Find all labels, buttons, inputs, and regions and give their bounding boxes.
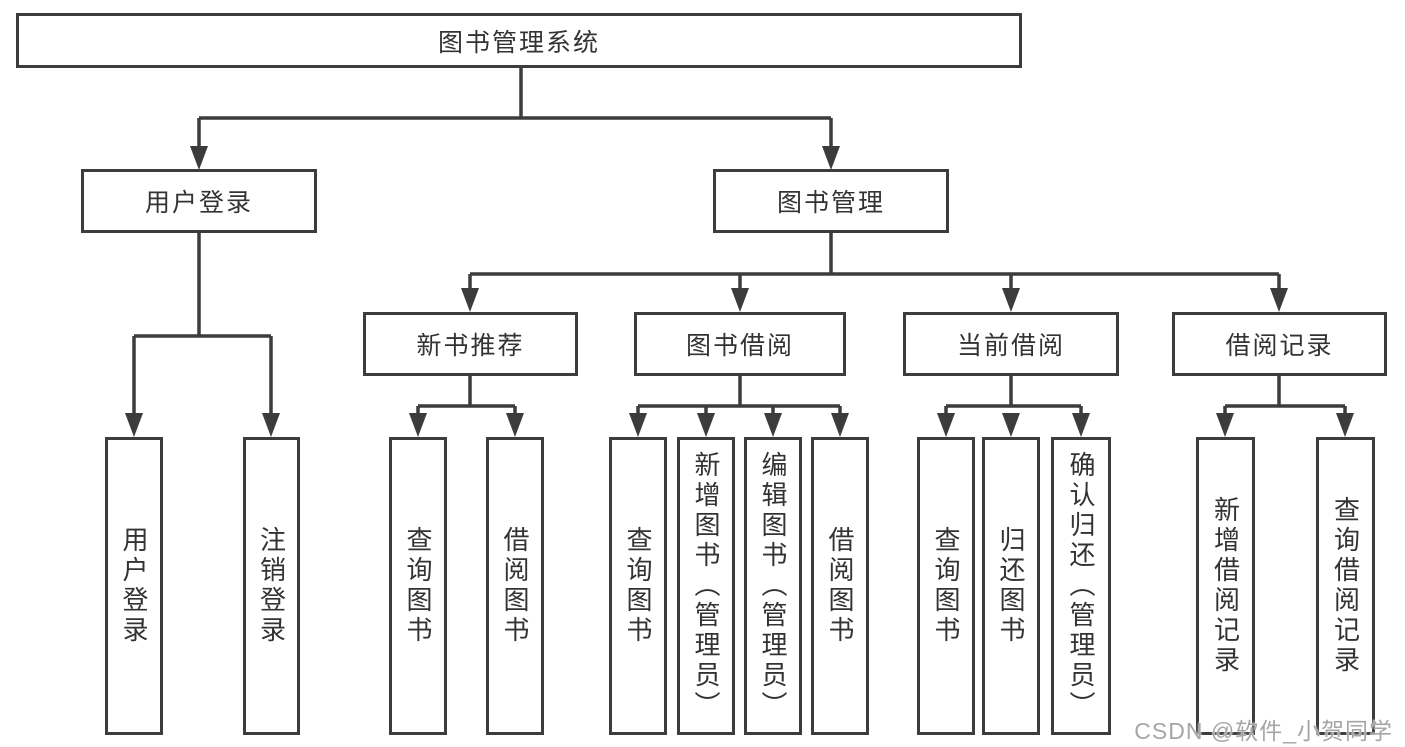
leaf-borrow-edit-admin: 编辑图书（管理员） [744, 437, 802, 735]
leaf-user-login: 用户登录 [105, 437, 163, 735]
leaf-current-confirm-return-admin: 确认归还（管理员） [1051, 437, 1111, 735]
leaf-newbooks-query: 查询图书 [389, 437, 447, 735]
leaf-borrow-borrow: 借阅图书 [811, 437, 869, 735]
node-user-login: 用户登录 [81, 169, 317, 233]
node-new-book-recommend: 新书推荐 [363, 312, 578, 376]
node-borrow-records: 借阅记录 [1172, 312, 1387, 376]
leaf-current-return: 归还图书 [982, 437, 1040, 735]
node-book-borrow: 图书借阅 [634, 312, 846, 376]
leaf-records-query: 查询借阅记录 [1316, 437, 1375, 735]
node-current-borrow: 当前借阅 [903, 312, 1119, 376]
csdn-watermark: CSDN @软件_小贺同学 [1134, 718, 1393, 744]
leaf-records-add: 新增借阅记录 [1196, 437, 1255, 735]
leaf-borrow-add-admin: 新增图书（管理员） [677, 437, 735, 735]
leaf-newbooks-borrow: 借阅图书 [486, 437, 544, 735]
leaf-logout: 注销登录 [243, 437, 300, 735]
leaf-current-query: 查询图书 [917, 437, 975, 735]
leaf-borrow-query: 查询图书 [609, 437, 667, 735]
node-root: 图书管理系统 [16, 13, 1022, 68]
node-book-management: 图书管理 [713, 169, 949, 233]
